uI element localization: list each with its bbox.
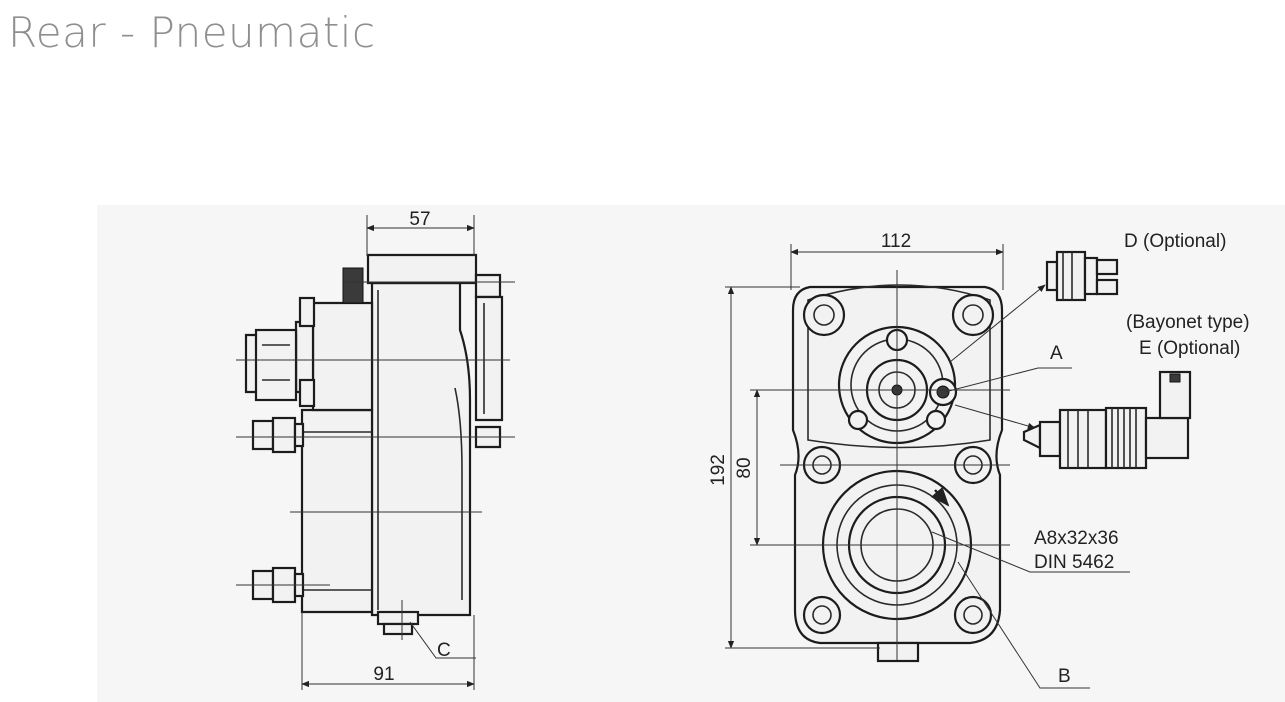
label-spline-spec: A8x32x36: [1034, 528, 1119, 549]
label-e-optional: E (Optional): [1139, 338, 1240, 359]
upper-bolt: [251, 416, 305, 454]
dim-80: 80: [734, 457, 755, 478]
e-connector: [1022, 370, 1192, 470]
label-a: A: [1050, 343, 1063, 364]
side-view: [236, 215, 515, 690]
label-c: C: [437, 640, 451, 661]
dim-192: 192: [708, 454, 729, 486]
dim-57: 57: [409, 209, 430, 230]
label-b: B: [1058, 666, 1071, 687]
dim-112: 112: [881, 231, 911, 252]
front-view: [725, 244, 1130, 689]
page-title: Rear - Pneumatic: [8, 8, 376, 57]
label-bayonet-type: (Bayonet type): [1126, 312, 1250, 333]
label-spline-standard: DIN 5462: [1034, 552, 1114, 573]
dim-91: 91: [373, 664, 394, 685]
d-connector: [1045, 250, 1119, 302]
label-d-optional: D (Optional): [1124, 231, 1226, 252]
